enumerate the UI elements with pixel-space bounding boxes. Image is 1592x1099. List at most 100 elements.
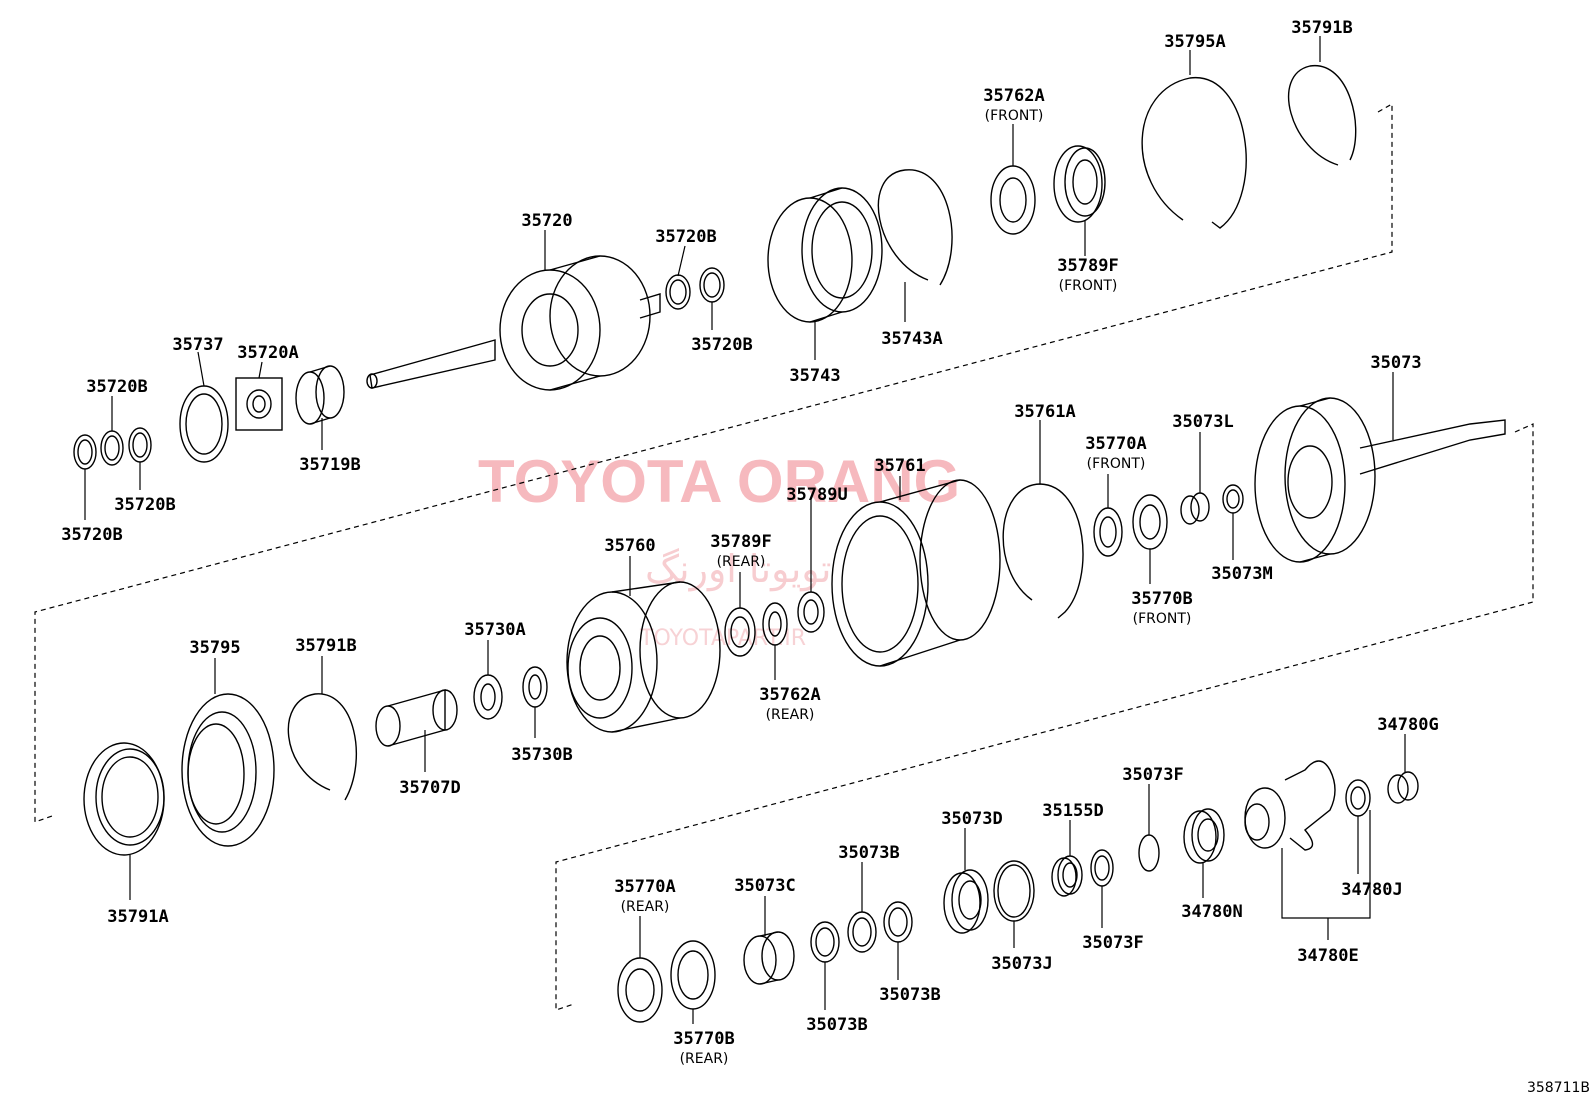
clutch-drum-35761 [831, 479, 1001, 667]
part-position-note: (FRONT) [1133, 611, 1192, 627]
label-35720b-b: 35720B [691, 335, 752, 355]
part-position-note: (FRONT) [985, 108, 1044, 124]
label-35073: 35073 [1370, 353, 1421, 373]
label-35789f-rear: 35789F(REAR) [710, 532, 771, 570]
watermark: TOYOTA ORANG تویوتا اورنگ TOYOTAPART.IR [478, 448, 960, 651]
label-35791b-top: 35791B [1291, 18, 1352, 38]
race-35770A-rear [617, 957, 663, 1023]
label-35719b: 35719B [299, 455, 360, 475]
label-34780n: 34780N [1181, 902, 1242, 922]
part-position-note: (REAR) [717, 554, 766, 570]
label-35760: 35760 [604, 536, 655, 556]
figure-number: 358711B [1527, 1080, 1590, 1096]
label-34780e: 34780E [1297, 946, 1358, 966]
snap-ring-35791B-mid [287, 693, 357, 801]
group-boundaries [34, 102, 1534, 1011]
label-35761a: 35761A [1014, 402, 1075, 422]
part-position-note: (REAR) [766, 707, 815, 723]
label-35770a-rear: 35770A(REAR) [614, 877, 675, 915]
part-number: 35720 [521, 211, 572, 231]
bearing-35073C [743, 931, 795, 985]
label-35737: 35737 [172, 335, 223, 355]
part-number: 35791B [1291, 18, 1352, 38]
watermark-brand: TOYOTA ORANG [478, 448, 960, 515]
part-number: 35073D [941, 809, 1002, 829]
label-35762a-rear: 35762A(REAR) [759, 685, 820, 723]
part-number: 34780N [1181, 902, 1242, 922]
part-number: 35743A [881, 329, 942, 349]
watermark-site: TOYOTAPART.IR [639, 626, 806, 651]
part-number: 35760 [604, 536, 655, 556]
label-35073b-bot: 35073B [879, 985, 940, 1005]
part-number: 35073M [1211, 564, 1272, 584]
label-35770a-front: 35770A (FRONT) [1085, 434, 1146, 472]
gear-ring-35795 [181, 693, 275, 847]
part-number: 35789F [1057, 256, 1118, 276]
upper-group-boundary [34, 102, 1393, 823]
part-number: 35073 [1370, 353, 1421, 373]
part-position-note: (FRONT) [1087, 456, 1146, 472]
label-35720b-d: 35720B [114, 495, 175, 515]
part-number: 35762A [983, 86, 1044, 106]
seal-34780J [1345, 779, 1371, 817]
part-number: 35789U [786, 485, 847, 505]
label-35073b-top: 35073B [838, 843, 899, 863]
label-35720b-e: 35720B [61, 525, 122, 545]
bearing-34780N [1183, 808, 1225, 864]
bearing-35720A [235, 377, 283, 431]
part-number: 35073C [734, 876, 795, 896]
part-number: 35770A [1085, 434, 1146, 454]
part-number: 35743 [789, 366, 840, 386]
part-number: 35761A [1014, 402, 1075, 422]
part-number: 35720B [86, 377, 147, 397]
part-number: 35073B [806, 1015, 867, 1035]
ring-gear-35743 [767, 187, 883, 323]
part-number: 35791B [295, 636, 356, 656]
label-35073j: 35073J [991, 954, 1052, 974]
part-number: 35730A [464, 620, 525, 640]
label-35791a: 35791A [107, 907, 168, 927]
watermark-brand-fa: تویوتا اورنگ [645, 547, 832, 592]
label-35720b-a: 35720B [655, 227, 716, 247]
bearing-35770B-front [1132, 494, 1168, 550]
label-35789u: 35789U [786, 485, 847, 505]
thrust-washer-35737 [179, 385, 229, 463]
part-number: 35155D [1042, 801, 1103, 821]
gear-assembly-35073 [1254, 397, 1506, 563]
bearing-35789F-front [1053, 145, 1106, 223]
lower-group-boundary [555, 423, 1534, 1011]
part-number: 35791A [107, 907, 168, 927]
bearing-35770B-rear [670, 940, 716, 1010]
label-35743: 35743 [789, 366, 840, 386]
label-35761: 35761 [874, 456, 925, 476]
label-35789f-front: 35789F(FRONT) [1057, 256, 1118, 294]
part-labels: 35795A35791B35762A(FRONT)35789F(FRONT)35… [61, 18, 1438, 1067]
washers-35073B [810, 901, 913, 963]
label-35073l: 35073L [1172, 412, 1233, 432]
part-number: 35770A [614, 877, 675, 897]
bearing-35073D [943, 869, 989, 934]
label-35073f-top: 35073F [1122, 765, 1183, 785]
label-35073m: 35073M [1211, 564, 1272, 584]
washer-35073M [1222, 484, 1244, 514]
part-number: 35795 [189, 638, 240, 658]
label-35720a: 35720A [237, 343, 298, 363]
ring-35073J [993, 860, 1035, 922]
label-35155d: 35155D [1042, 801, 1103, 821]
part-number: 34780G [1377, 715, 1438, 735]
snap-ring-35743A [877, 169, 953, 286]
bearing-35789U [797, 591, 825, 633]
washer-35073F-top [1138, 834, 1160, 872]
carrier-assembly-35720 [366, 255, 661, 391]
bearing-35155D [1051, 855, 1083, 897]
label-34780j: 34780J [1341, 880, 1402, 900]
part-number: 35719B [299, 455, 360, 475]
part-number: 35770B [1131, 589, 1192, 609]
washer-35730A [473, 674, 503, 720]
washer-35762A-front [990, 165, 1036, 235]
part-number: 35795A [1164, 32, 1225, 52]
part-number: 35720B [114, 495, 175, 515]
label-35720: 35720 [521, 211, 572, 231]
label-35730a: 35730A [464, 620, 525, 640]
